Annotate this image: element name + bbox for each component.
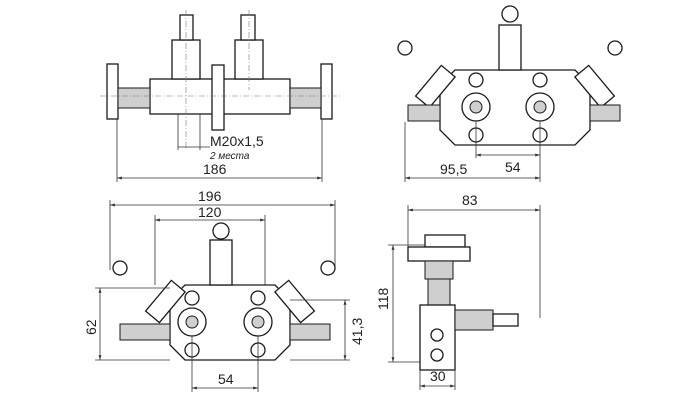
dim-118: 118: [375, 287, 391, 310]
dim-41-3: 41,3: [349, 318, 365, 345]
bottom-left-view: 196 120 62 41,3 54: [83, 188, 365, 392]
dim-62: 62: [83, 319, 99, 335]
dim-196: 196: [198, 188, 222, 204]
thread-label: M20x1,5: [210, 133, 264, 149]
dim-83: 83: [462, 192, 478, 208]
dim-186: 186: [203, 161, 227, 177]
dim-120: 120: [198, 204, 222, 220]
side-view: 83 118 30: [375, 192, 541, 390]
dim-54-top: 54: [505, 159, 521, 175]
top-right-view: 54 95,5: [397, 5, 623, 182]
front-view: M20x1,5 2 места 186: [100, 10, 340, 182]
dim-95-5: 95,5: [440, 161, 467, 177]
dim-54-bottom: 54: [218, 371, 234, 387]
thread-note: 2 места: [209, 151, 250, 162]
dim-30: 30: [430, 368, 446, 384]
